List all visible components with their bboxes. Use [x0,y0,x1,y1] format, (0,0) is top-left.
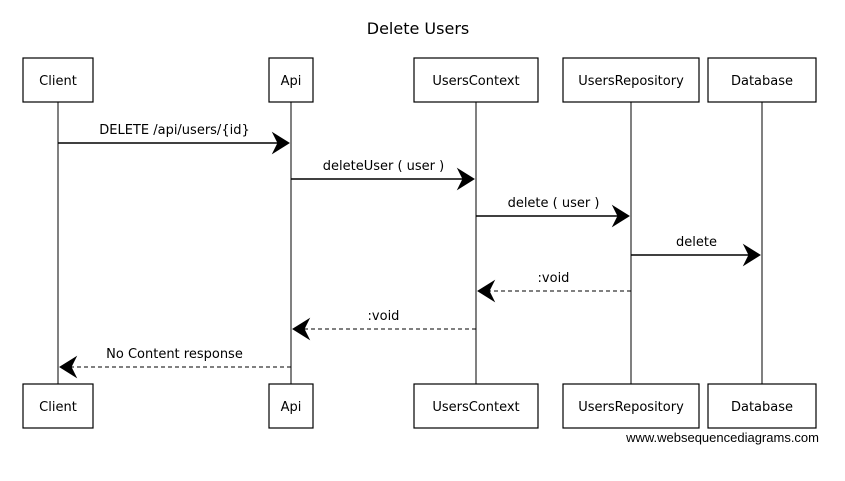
participant-database-bottom: Database [707,383,817,429]
participant-box [707,383,817,429]
arrow-head [611,204,630,228]
participant-label: Client [39,74,77,89]
message-6: :void [292,309,476,341]
participant-box [562,383,700,429]
participant-label: UsersRepository [578,74,684,89]
participants-top: Client Api UsersContext UsersRepository Data… [22,57,817,103]
message-label: DELETE /api/users/{id} [99,123,249,138]
participant-box [562,57,700,103]
message-label: delete ( user ) [508,196,600,211]
diagram-title: Delete Users [367,19,469,38]
participant-box [413,57,539,103]
arrow-head [456,167,475,191]
participant-box [413,383,539,429]
participant-label: Api [281,74,302,89]
participant-client-bottom: Client [22,383,94,429]
participant-api-bottom: Api [268,383,314,429]
arrow-head [742,243,761,267]
message-5: :void [477,271,631,303]
arrow-head [59,355,78,379]
arrow-head [271,131,290,155]
participant-usersContext-bottom: UsersContext [413,383,539,429]
participant-label: UsersRepository [578,400,684,415]
lifelines [57,102,763,384]
participant-box [268,57,314,103]
participant-box [268,383,314,429]
participant-database-top: Database [707,57,817,103]
message-label: deleteUser ( user ) [323,159,444,174]
participant-label: UsersContext [432,74,519,89]
participant-label: UsersContext [432,400,519,415]
messages: DELETE /api/users/{id} deleteUser ( user … [58,123,761,379]
footer-watermark: www.websequencediagrams.com [625,430,819,445]
participant-api-top: Api [268,57,314,103]
message-1: DELETE /api/users/{id} [58,123,290,155]
participant-usersContext-top: UsersContext [413,57,539,103]
message-label: :void [538,271,570,286]
participant-label: Database [731,400,793,415]
participant-label: Api [281,400,302,415]
message-3: delete ( user ) [476,196,630,228]
message-7: No Content response [59,347,291,379]
message-4: delete [631,235,761,267]
arrow-head [477,279,496,303]
participant-label: Client [39,400,77,415]
message-label: delete [676,235,717,250]
participant-box [22,383,94,429]
participant-box [22,57,94,103]
participant-usersRepository-bottom: UsersRepository [562,383,700,429]
participant-label: Database [731,74,793,89]
arrow-head [292,317,311,341]
message-label: No Content response [106,347,243,362]
message-label: :void [368,309,400,324]
participant-box [707,57,817,103]
participant-usersRepository-top: UsersRepository [562,57,700,103]
participants-bottom: Client Api UsersContext UsersRepository Data… [22,383,817,429]
message-2: deleteUser ( user ) [291,159,475,191]
participant-client-top: Client [22,57,94,103]
